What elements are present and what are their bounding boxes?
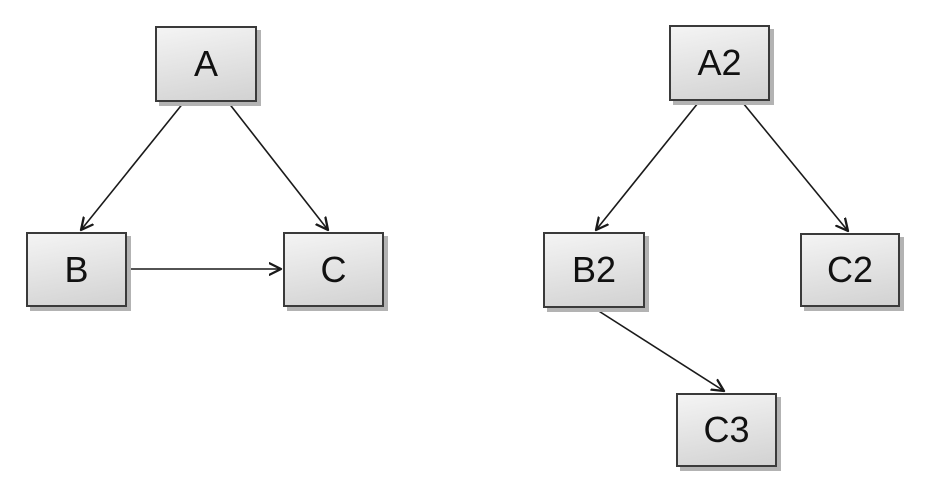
node-c2-label: C2 — [826, 249, 874, 290]
edge-a-to-b — [81, 101, 185, 230]
edge-b2-to-c3 — [593, 307, 724, 391]
node-a[interactable]: A — [155, 26, 257, 102]
node-a-label: A — [193, 43, 218, 84]
edge-a2-to-b2 — [596, 102, 699, 230]
node-a2-label: A2 — [697, 42, 742, 83]
edge-a2-to-c2 — [742, 102, 848, 231]
node-b2-label: B2 — [571, 249, 617, 290]
node-c2[interactable]: C2 — [800, 233, 900, 307]
node-a2[interactable]: A2 — [669, 25, 770, 101]
edge-a-to-c — [227, 101, 328, 230]
node-c3[interactable]: C3 — [676, 393, 777, 467]
node-c[interactable]: C — [283, 232, 384, 307]
node-c3-label: C3 — [703, 409, 750, 450]
node-b-label: B — [64, 248, 89, 290]
node-b[interactable]: B — [26, 232, 127, 307]
node-b2[interactable]: B2 — [543, 232, 645, 308]
node-c-label: C — [320, 248, 347, 290]
